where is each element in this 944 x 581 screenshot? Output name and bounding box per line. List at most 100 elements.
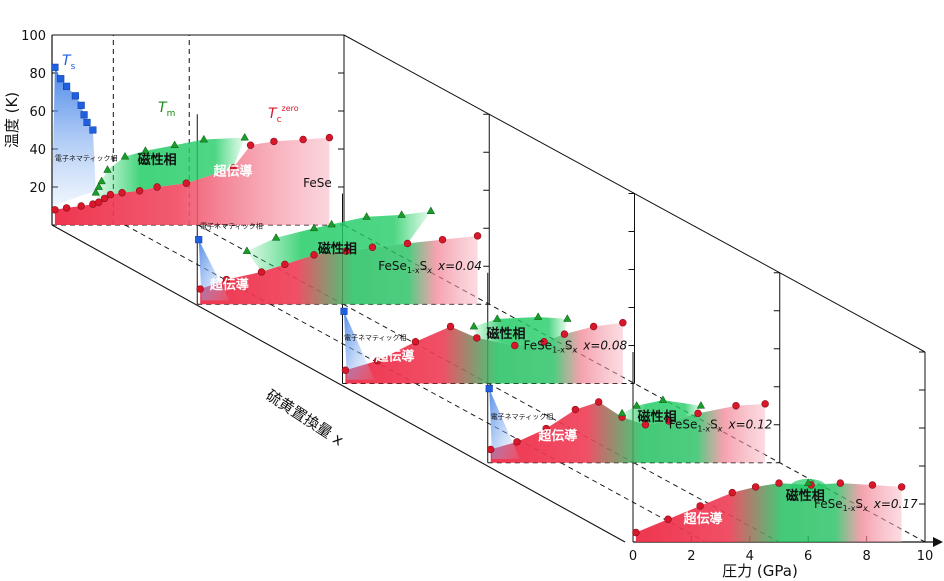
tm-point bbox=[242, 246, 252, 254]
composition-sub: 1-x bbox=[552, 345, 565, 354]
tc-point bbox=[641, 421, 650, 429]
ts-point bbox=[89, 126, 97, 134]
tm-label-sub: m bbox=[167, 109, 176, 119]
ts-point bbox=[57, 75, 65, 83]
tc-point bbox=[728, 488, 736, 497]
tm-point bbox=[170, 140, 179, 149]
composition-sub2: x bbox=[426, 266, 432, 275]
tc-point bbox=[438, 235, 447, 244]
tc-point bbox=[196, 285, 204, 293]
nematic-region bbox=[198, 239, 230, 301]
frame-layer bbox=[51, 34, 943, 547]
tc-point bbox=[751, 483, 760, 491]
tc-point bbox=[341, 366, 350, 374]
tc-point bbox=[118, 189, 126, 197]
tc-point bbox=[299, 135, 307, 144]
superconducting-region bbox=[54, 137, 330, 225]
tc-point bbox=[229, 164, 237, 172]
composition-sub: 1-x bbox=[407, 266, 420, 275]
ts-point bbox=[195, 236, 203, 244]
tc-point bbox=[540, 338, 548, 346]
ts-point bbox=[80, 111, 88, 119]
tc-point bbox=[775, 479, 783, 487]
superconducting-label: 超伝導 bbox=[684, 511, 723, 527]
tc-label-sup: zero bbox=[282, 104, 299, 113]
magnetic-label: 磁性相 bbox=[318, 241, 357, 257]
composition-s: S bbox=[710, 418, 718, 432]
composition-label: FeSe bbox=[303, 176, 332, 190]
tc-point bbox=[246, 141, 255, 149]
tm-point bbox=[803, 478, 813, 486]
tc-point bbox=[619, 319, 627, 327]
tc-point bbox=[897, 483, 906, 491]
tc-point bbox=[342, 247, 350, 255]
tm-point bbox=[493, 314, 502, 322]
tc-point bbox=[257, 268, 266, 276]
ts-point bbox=[63, 82, 71, 90]
y-tick-label: 40 bbox=[29, 143, 46, 158]
tm-label: Tm bbox=[158, 100, 175, 119]
composition-x: x=0.08 bbox=[582, 338, 627, 352]
tm-point bbox=[426, 206, 436, 214]
tc-label-sub: c bbox=[277, 115, 282, 125]
superconducting-region bbox=[345, 322, 623, 384]
tm-point bbox=[327, 219, 336, 228]
superconducting-label: 超伝導 bbox=[214, 164, 253, 180]
superconducting-label: 超伝導 bbox=[210, 277, 249, 293]
magnetic-label: 磁性相 bbox=[487, 326, 526, 342]
y-axis-title: 温度 (K) bbox=[3, 92, 21, 148]
depth-bottom-left-edge bbox=[51, 224, 626, 543]
tc-point bbox=[368, 243, 377, 251]
tc-point bbox=[77, 202, 85, 210]
tc-point bbox=[560, 330, 569, 338]
superconducting-region bbox=[490, 401, 766, 463]
tc-point bbox=[868, 481, 877, 489]
tc-point bbox=[403, 239, 412, 248]
tc-point bbox=[595, 398, 603, 406]
superconducting-region bbox=[200, 235, 478, 305]
tc-point bbox=[696, 502, 704, 510]
nematic-region bbox=[52, 67, 96, 206]
tc-point bbox=[589, 322, 598, 331]
magnetic-region bbox=[95, 137, 245, 203]
tc-point bbox=[135, 187, 144, 195]
tm-point bbox=[658, 395, 668, 403]
tc-point bbox=[665, 417, 673, 425]
ts-point bbox=[51, 63, 59, 71]
tc-point bbox=[664, 515, 672, 523]
tm-point bbox=[120, 151, 130, 160]
tm-point bbox=[240, 132, 249, 141]
x-tick-label: 6 bbox=[804, 549, 812, 564]
ts-label: Ts bbox=[62, 53, 76, 72]
tc-point bbox=[310, 251, 318, 259]
tc-point bbox=[542, 424, 550, 433]
magnetic-region bbox=[622, 400, 701, 425]
tc-point bbox=[632, 528, 640, 537]
tm-point bbox=[94, 182, 103, 190]
ts-point bbox=[77, 101, 85, 109]
tc-point bbox=[511, 341, 519, 350]
tm-point bbox=[91, 187, 101, 196]
tc-point bbox=[51, 206, 59, 214]
tc-point bbox=[95, 198, 103, 206]
tc-point bbox=[281, 260, 289, 269]
tc-point bbox=[473, 334, 481, 342]
tc-label: Tczero bbox=[268, 104, 299, 125]
mark-layer bbox=[51, 63, 906, 537]
tc-point bbox=[513, 438, 521, 446]
magnetic-region bbox=[246, 211, 431, 272]
ts-point bbox=[340, 307, 348, 315]
tc-point bbox=[153, 183, 161, 191]
tm-point bbox=[97, 176, 106, 185]
tm-point bbox=[271, 233, 281, 241]
x-tick-label: 10 bbox=[917, 549, 934, 564]
composition-x: x=0.17 bbox=[873, 497, 918, 511]
nematic-label: 電子ネマティック相 bbox=[200, 221, 263, 230]
tc-point bbox=[62, 204, 71, 212]
tc-point bbox=[446, 322, 455, 331]
x-tick-label: 8 bbox=[862, 549, 870, 564]
superconducting-region bbox=[635, 483, 902, 542]
composition-sub: 1-x bbox=[697, 425, 710, 434]
